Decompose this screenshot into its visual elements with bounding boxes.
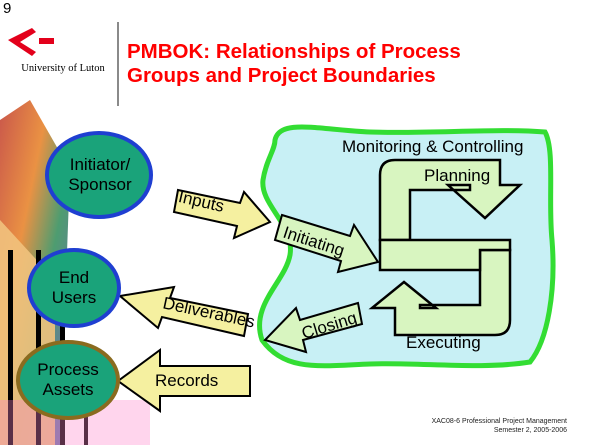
- university-logo: [8, 28, 54, 56]
- closing-arrow: [263, 301, 364, 354]
- initiator-node: [45, 131, 153, 219]
- process-assets-node: [16, 340, 120, 420]
- initiator-node-label: Initiator/ Sponsor: [55, 155, 145, 195]
- slide-number: 9: [3, 0, 12, 17]
- process-assets-node-label: Process Assets: [23, 360, 113, 400]
- initiating-arrow: [273, 213, 380, 274]
- title-divider: [117, 22, 119, 106]
- initiator-label-line-2: Sponsor: [68, 175, 132, 194]
- records-label: Records: [155, 371, 219, 390]
- footer: XAC08-6 Professional Project Management …: [432, 417, 567, 435]
- process-assets-label-line-1: Process: [37, 360, 99, 379]
- records-arrow: [116, 348, 251, 413]
- cycle-connector: [378, 238, 512, 272]
- logo-institution-name: University of Luton: [21, 63, 105, 74]
- slide-title: PMBOK: Relationships of Process Groups a…: [127, 40, 547, 88]
- footer-course: XAC08-6 Professional Project Management: [431, 418, 567, 425]
- executing-label: Executing: [406, 333, 481, 352]
- end-users-node: [27, 248, 121, 328]
- executing-arrow: [368, 248, 512, 337]
- planning-arrow: [378, 158, 524, 242]
- title-line-2: Groups and Project Boundaries: [127, 64, 436, 87]
- initiator-label-line-1: Initiator/: [69, 155, 131, 174]
- monitoring-controlling-label: Monitoring & Controlling: [342, 137, 524, 156]
- planning-label: Planning: [424, 166, 491, 185]
- footer-semester: Semester 2, 2005-2006: [493, 427, 567, 434]
- deliverables-arrow: [117, 285, 250, 338]
- end-users-label-line-1: End: [58, 268, 90, 287]
- end-users-label-line-2: Users: [51, 288, 97, 307]
- inputs-arrow: [172, 188, 272, 240]
- end-users-node-label: End Users: [34, 268, 114, 308]
- process-assets-label-line-2: Assets: [42, 380, 94, 399]
- title-line-1: PMBOK: Relationships of Process: [127, 40, 461, 63]
